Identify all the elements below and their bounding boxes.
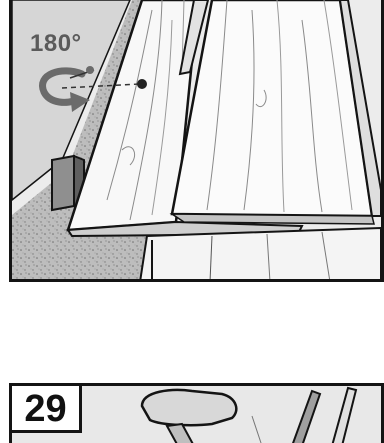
plank-tongue-edge bbox=[172, 214, 374, 224]
rotation-angle-label: 180° bbox=[30, 30, 82, 58]
floor-boards bbox=[140, 228, 381, 282]
illustration-panel-step-29: 29 bbox=[9, 383, 384, 443]
illustration-panel-plank-rotation: 180° bbox=[9, 0, 384, 282]
step-number-badge: 29 bbox=[12, 386, 82, 433]
